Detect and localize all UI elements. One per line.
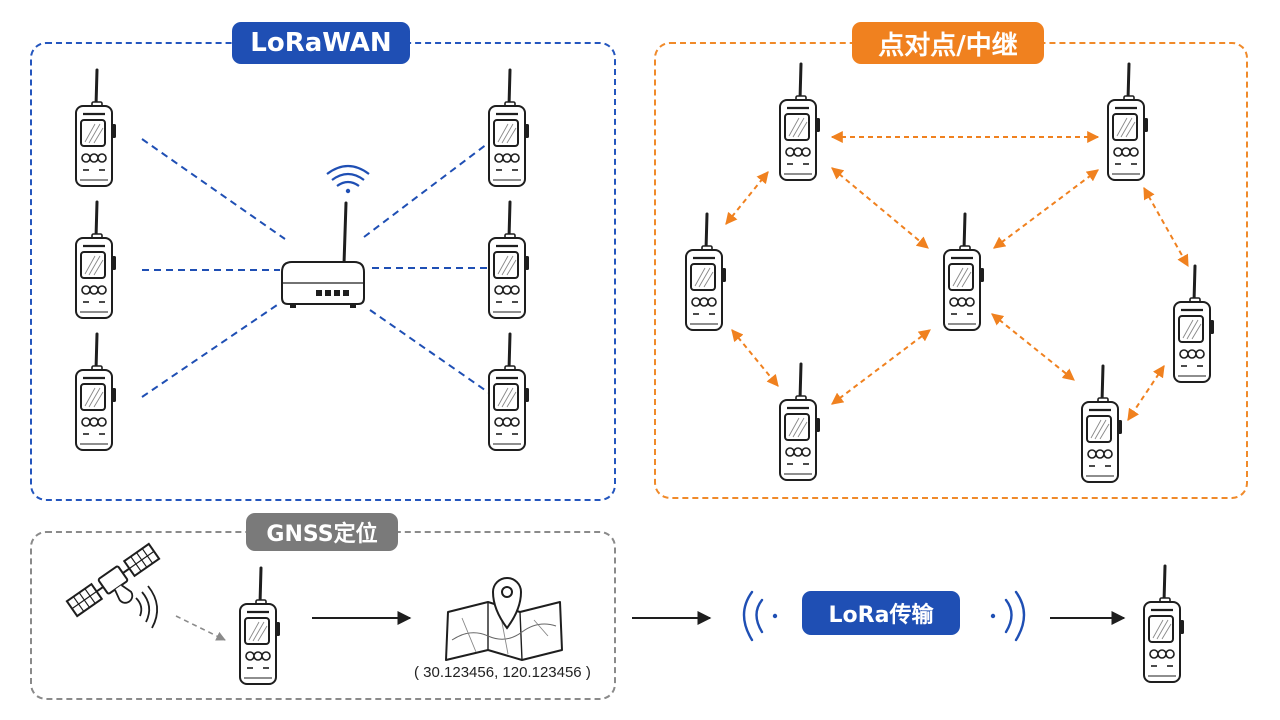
- walkie-talkie-icon: [487, 200, 531, 320]
- walkie-talkie-icon: [238, 566, 282, 686]
- p2p-links: [725, 131, 1189, 421]
- gnss-arrow: [175, 615, 226, 641]
- walkie-talkie-icon: [74, 200, 118, 320]
- walkie-talkie-icon: [1142, 564, 1186, 684]
- walkie-talkie-icon: [487, 332, 531, 452]
- walkie-talkie-icon: [74, 68, 118, 188]
- walkie-talkie-icon: [74, 332, 118, 452]
- signal-waves-icon: [742, 590, 1026, 642]
- walkie-talkie-icon: [1172, 264, 1216, 384]
- lorawan-links: [141, 137, 496, 398]
- map-pin-icon: [445, 577, 563, 661]
- lorawan-title: LoRaWAN: [232, 22, 410, 64]
- walkie-talkie-icon: [778, 362, 822, 482]
- walkie-talkie-icon: [684, 212, 728, 332]
- walkie-talkie-icon: [942, 212, 986, 332]
- gnss-title: GNSS定位: [246, 513, 398, 551]
- p2p-relay-title: 点对点/中继: [852, 22, 1044, 64]
- walkie-talkie-icon: [1106, 62, 1150, 182]
- walkie-talkie-icon: [1080, 364, 1124, 484]
- lora-transfer-title: LoRa传输: [802, 591, 960, 635]
- signal-waves-icon: [135, 585, 158, 629]
- satellite-icon: [65, 542, 161, 618]
- walkie-talkie-icon: [778, 62, 822, 182]
- walkie-talkie-icon: [487, 68, 531, 188]
- gateway-router-icon: [281, 164, 370, 308]
- gnss-coordinates: ( 30.123456, 120.123456 ): [414, 664, 591, 681]
